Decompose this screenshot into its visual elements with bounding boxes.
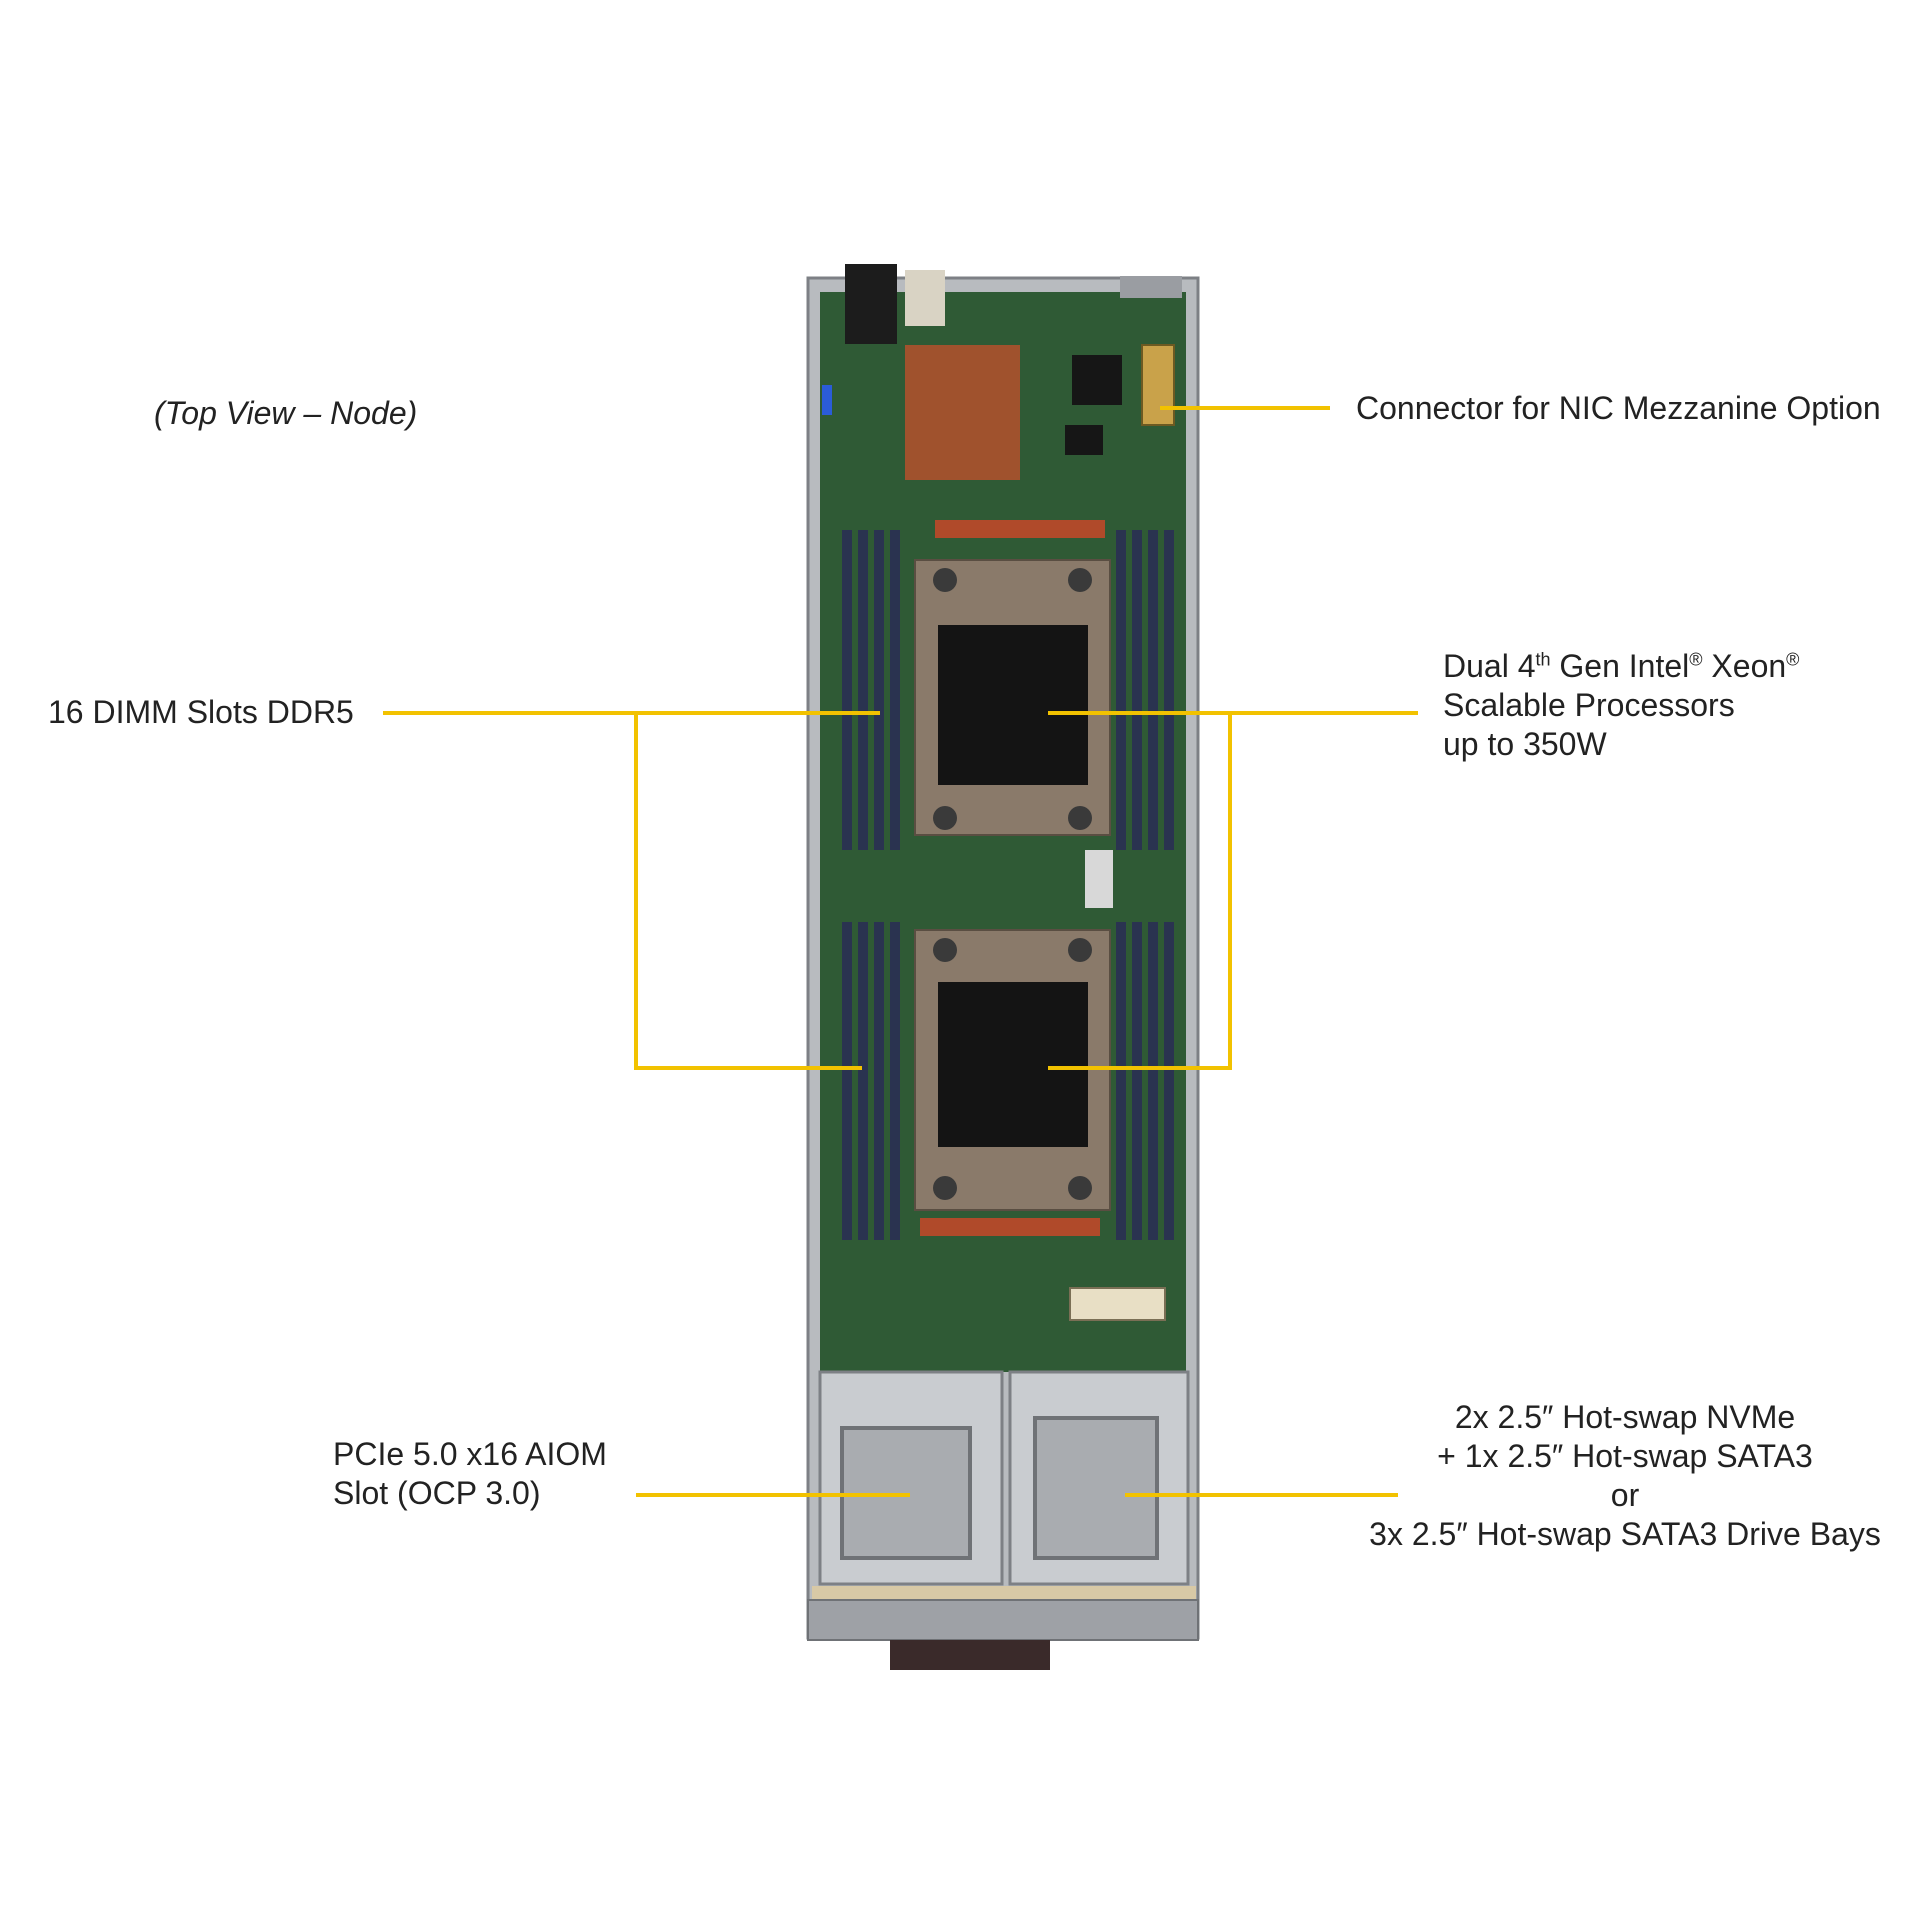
label-processors: Dual 4th Gen Intel® Xeon® Scalable Proce… bbox=[1443, 647, 1799, 764]
label-aiom-line2: Slot (OCP 3.0) bbox=[333, 1475, 541, 1511]
drive-bay-left bbox=[818, 1370, 1004, 1586]
label-dimm-slots: 16 DIMM Slots DDR5 bbox=[48, 694, 354, 730]
label-drive-line3: or bbox=[1610, 1477, 1640, 1513]
chip-small-1 bbox=[1065, 425, 1103, 455]
header-connector bbox=[1069, 1287, 1166, 1321]
label-nic-mezzanine: Connector for NIC Mezzanine Option bbox=[1356, 390, 1881, 426]
vrm-strip-bottom bbox=[920, 1218, 1100, 1236]
usb-port bbox=[822, 385, 832, 415]
caption-top-view: (Top View – Node) bbox=[154, 395, 418, 431]
label-processors-line1: Dual 4th Gen Intel® Xeon® bbox=[1443, 648, 1800, 684]
dimm-bank-lower-right bbox=[1116, 922, 1174, 1240]
bmc-chip bbox=[1072, 355, 1122, 405]
label-drive-bays: 2x 2.5″ Hot-swap NVMe + 1x 2.5″ Hot-swap… bbox=[1360, 1398, 1890, 1554]
front-handle bbox=[890, 1640, 1050, 1670]
label-processors-line2: Scalable Processors bbox=[1443, 687, 1735, 723]
cpu-socket-1 bbox=[914, 559, 1111, 836]
vrm-strip-top bbox=[935, 520, 1105, 538]
front-panel-strip bbox=[812, 1586, 1196, 1600]
top-bracket-right bbox=[1120, 276, 1182, 298]
label-drive-line1: 2x 2.5″ Hot-swap NVMe bbox=[1454, 1399, 1796, 1435]
label-sticker bbox=[1085, 850, 1113, 908]
top-connector-mid bbox=[905, 270, 945, 326]
label-aiom-slot: PCIe 5.0 x16 AIOM Slot (OCP 3.0) bbox=[333, 1435, 607, 1513]
drive-bay-right bbox=[1008, 1370, 1190, 1586]
copper-heatsink bbox=[905, 345, 1020, 480]
label-processors-line3: up to 350W bbox=[1443, 726, 1607, 762]
label-aiom-line1: PCIe 5.0 x16 AIOM bbox=[333, 1436, 607, 1472]
dimm-bank-upper-right bbox=[1116, 530, 1174, 850]
front-panel bbox=[807, 1599, 1199, 1641]
cpu-socket-2 bbox=[914, 929, 1111, 1211]
dimm-bank-upper-left bbox=[842, 530, 900, 850]
label-drive-line4: 3x 2.5″ Hot-swap SATA3 Drive Bays bbox=[1369, 1516, 1881, 1552]
nic-mezzanine-connector bbox=[1141, 344, 1175, 426]
top-connector-left bbox=[845, 264, 897, 344]
dimm-bank-lower-left bbox=[842, 922, 900, 1240]
label-drive-line2: + 1x 2.5″ Hot-swap SATA3 bbox=[1437, 1438, 1813, 1474]
